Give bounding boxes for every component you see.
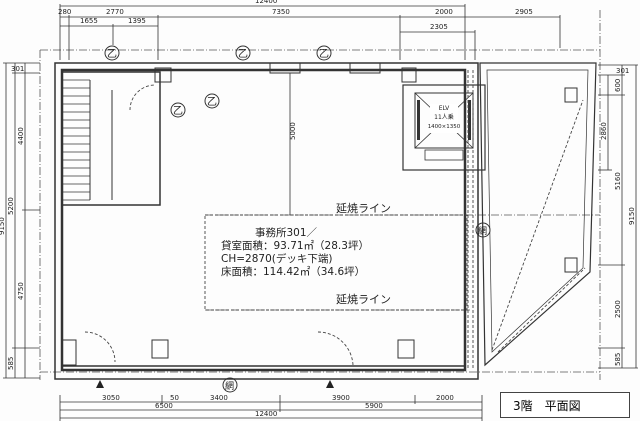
staircase — [61, 71, 161, 206]
otsu-symbol: 乙 — [204, 93, 220, 109]
dim-text: 9150 — [628, 207, 636, 225]
window — [269, 62, 301, 74]
dim-text: 7350 — [272, 8, 290, 16]
column — [401, 67, 417, 83]
dim-text: 3900 — [332, 394, 350, 402]
balcony — [479, 62, 597, 367]
window — [349, 62, 381, 74]
balcony-diagonal — [491, 99, 584, 351]
column — [154, 67, 172, 83]
dim-text: 3050 — [102, 394, 120, 402]
column — [61, 339, 77, 366]
dim-text: 4750 — [17, 282, 25, 300]
dim-text: 301 — [616, 67, 629, 75]
dim-text: 12400 — [255, 0, 277, 5]
dim-text: 5900 — [365, 402, 383, 410]
dim-text: 600 — [614, 79, 622, 92]
fire-line-label: 延焼ライン — [336, 293, 391, 306]
dim-text: 6500 — [155, 402, 173, 410]
otsu-symbol: 乙 — [235, 45, 251, 61]
dim-text: 9150 — [0, 217, 6, 235]
column — [151, 339, 169, 359]
dim-text: 5160 — [614, 172, 622, 190]
dim-text: 2000 — [436, 394, 454, 402]
entrance-marker — [326, 380, 334, 388]
dim-text: 5200 — [7, 197, 15, 215]
dim-text: 585 — [614, 353, 622, 366]
bottom-dimensions — [59, 395, 483, 421]
dim-text: 585 — [7, 357, 15, 370]
rentable-area: 貸室面積：93.71㎡（28.3坪） — [221, 239, 369, 252]
svg-text:網: 網 — [478, 225, 487, 237]
svg-text:乙: 乙 — [319, 48, 329, 60]
balcony-diagonal — [497, 267, 586, 353]
dim-text: 4400 — [17, 127, 25, 145]
top-dimensions — [59, 4, 561, 60]
dim-text: 3400 — [210, 394, 228, 402]
ami-symbol: 網 — [475, 222, 491, 238]
column — [397, 339, 415, 359]
right-dimensions — [598, 64, 638, 369]
dim-text: 5000 — [289, 122, 297, 140]
ceiling-height: CH=2870(デッキ下端) — [221, 252, 332, 265]
dim-text: 280 — [58, 8, 71, 16]
svg-text:乙: 乙 — [107, 48, 117, 60]
dim-text: 50 — [170, 394, 179, 402]
room-name: 事務所301／ — [255, 226, 318, 239]
door-swing — [317, 331, 354, 366]
otsu-symbol: 乙 — [316, 45, 332, 61]
column — [564, 87, 578, 103]
balcony-inner — [486, 69, 589, 353]
elevator-size: 1400×1350 — [428, 124, 461, 130]
svg-text:網: 網 — [225, 380, 234, 392]
building-outline — [54, 62, 479, 380]
dim-text: 301 — [11, 65, 24, 73]
dim-text: 2860 — [600, 122, 608, 140]
dim-text: 1395 — [128, 17, 146, 25]
fire-line-label: 延焼ライン — [336, 202, 391, 215]
dim-text: 2305 — [430, 23, 448, 31]
door-swing — [84, 331, 116, 363]
left-dimensions — [3, 62, 40, 379]
svg-text:乙: 乙 — [173, 105, 183, 117]
dim-text: 12400 — [255, 410, 277, 418]
entrance-marker — [96, 380, 104, 388]
dim-text: 2500 — [614, 300, 622, 318]
floor-area: 床面積：114.42㎡（34.6坪） — [221, 265, 365, 278]
dim-text: 2770 — [106, 8, 124, 16]
svg-text:乙: 乙 — [207, 96, 217, 108]
dim-text: 2905 — [515, 8, 533, 16]
column — [564, 257, 578, 273]
otsu-symbol: 乙 — [104, 45, 120, 61]
elevator-capacity: 11人乗 — [434, 114, 454, 121]
dim-text: 2000 — [435, 8, 453, 16]
otsu-symbol: 乙 — [170, 102, 186, 118]
ami-symbol: 網 — [222, 377, 238, 393]
fire-line-area — [204, 214, 468, 311]
drawing-title: 3階 平面図 — [500, 392, 630, 418]
svg-text:乙: 乙 — [238, 48, 248, 60]
door-swing — [129, 84, 156, 111]
elevator-name: ELV — [439, 105, 450, 112]
office-wall — [60, 68, 467, 372]
dim-text: 1655 — [80, 17, 98, 25]
